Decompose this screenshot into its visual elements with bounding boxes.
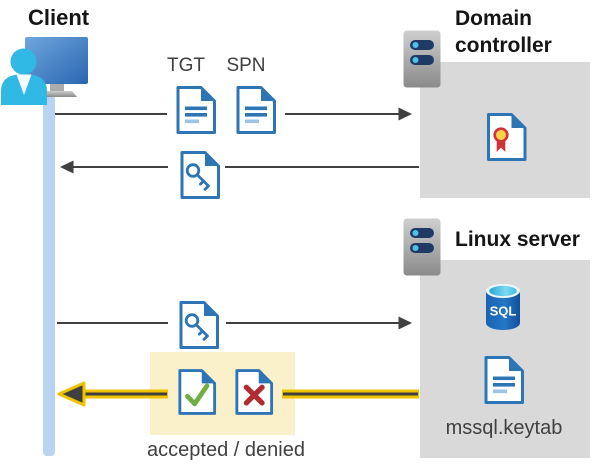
domain-controller-server-icon <box>403 30 441 88</box>
domain-controller-label: Domain controller <box>455 7 552 57</box>
arrow-client-to-dc <box>55 107 412 121</box>
accepted-denied-label: accepted / denied <box>147 439 305 461</box>
linux-server-label: Linux server <box>455 228 580 251</box>
sql-database-icon: SQL <box>486 284 520 330</box>
spn-document-icon <box>236 86 276 134</box>
spn-label: SPN <box>226 55 266 76</box>
key-document-icon <box>179 301 219 349</box>
keytab-document-icon <box>484 356 524 404</box>
user-icon <box>1 48 47 105</box>
key-document-icon <box>180 151 220 199</box>
accepted-document-icon <box>178 369 217 415</box>
client-label: Client <box>28 5 90 30</box>
tgt-document-icon <box>176 86 216 134</box>
sql-icon-text: SQL <box>490 304 517 319</box>
client-icon <box>1 37 88 105</box>
certificate-document-icon <box>487 113 527 161</box>
arrow-client-to-linux <box>57 316 412 330</box>
keytab-label: mssql.keytab <box>445 417 563 439</box>
client-timeline <box>43 94 55 456</box>
linux-server-icon <box>403 218 441 276</box>
arrow-dc-to-client <box>60 160 419 174</box>
monitor-icon <box>25 37 88 97</box>
denied-document-icon <box>235 369 274 415</box>
tgt-label: TGT <box>167 55 205 76</box>
